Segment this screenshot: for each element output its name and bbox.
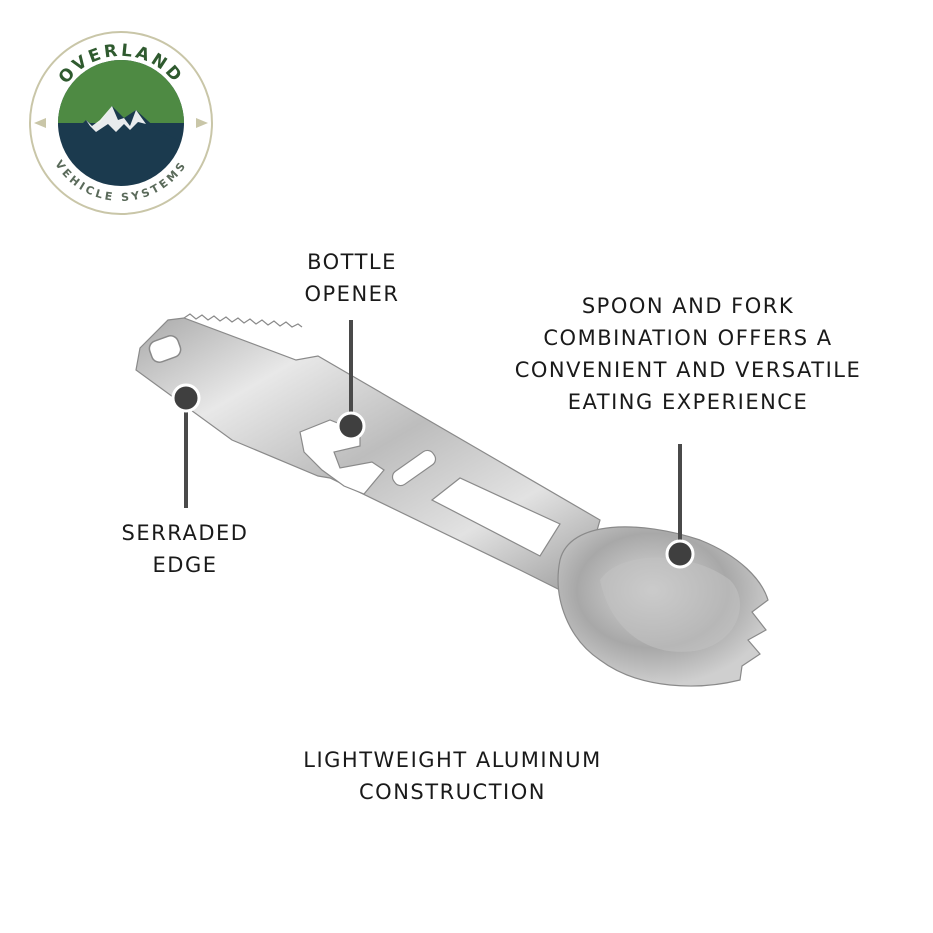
spoon-fork-label: SPOON AND FORK COMBINATION OFFERS A CONV… bbox=[498, 290, 878, 418]
construction-line-2: CONSTRUCTION bbox=[359, 780, 546, 804]
construction-line-1: LIGHTWEIGHT ALUMINUM bbox=[303, 748, 602, 772]
serrated-edge-line-2: EDGE bbox=[152, 553, 218, 577]
serrated-edge-marker bbox=[171, 383, 201, 413]
callout-markers bbox=[171, 320, 695, 569]
logo-left-arrow bbox=[34, 118, 46, 128]
overland-logo bbox=[29, 31, 213, 215]
bottle-opener-line-2: OPENER bbox=[304, 282, 400, 306]
spoon-fork-line-2: COMBINATION OFFERS A bbox=[543, 326, 833, 350]
spoon-fork-line-1: SPOON AND FORK bbox=[581, 294, 795, 318]
bottle-opener-line-1: BOTTLE bbox=[307, 250, 397, 274]
bottle-opener-label: BOTTLE OPENER bbox=[292, 246, 412, 310]
serrated-edge-label: SERRADED EDGE bbox=[100, 517, 270, 581]
serrated-edge-line-1: SERRADED bbox=[121, 521, 249, 545]
spoon-fork-line-3: CONVENIENT AND VERSATILE bbox=[514, 358, 862, 382]
spoon-fork-line-4: EATING EXPERIENCE bbox=[567, 390, 809, 414]
logo-right-arrow bbox=[196, 118, 208, 128]
construction-label: LIGHTWEIGHT ALUMINUM CONSTRUCTION bbox=[270, 744, 635, 808]
spork-multitool bbox=[135, 313, 769, 687]
bottle-opener-marker bbox=[336, 411, 366, 441]
spoon-fork-marker bbox=[665, 539, 695, 569]
